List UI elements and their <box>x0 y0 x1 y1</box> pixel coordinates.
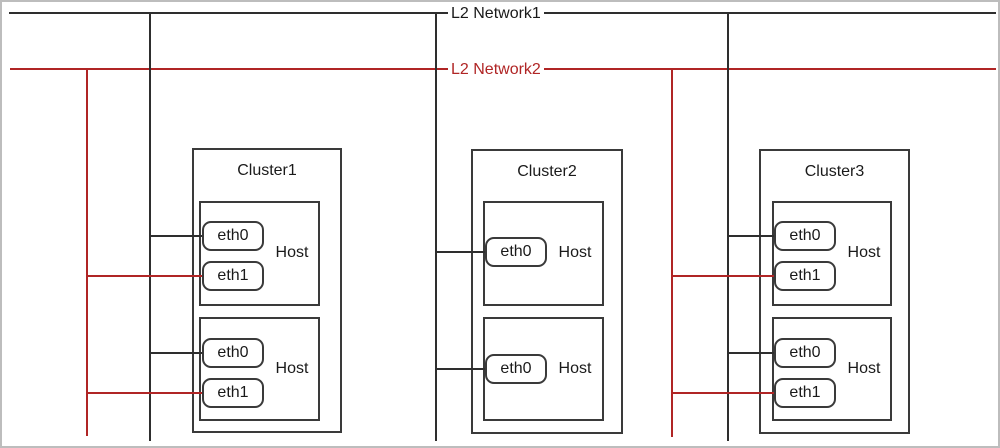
l2-network1-label: L2 Network1 <box>448 5 544 23</box>
cluster1-title: Cluster1 <box>237 162 297 179</box>
cluster2-host1-box <box>483 201 604 306</box>
network1-trunk-cluster3 <box>727 12 729 441</box>
cluster1-host2-box <box>199 317 320 421</box>
cluster1-host1-eth0-connector <box>149 235 204 237</box>
cluster1-host2-eth0-port: eth0 <box>202 338 264 368</box>
cluster1-host1-eth1-connector <box>86 275 204 277</box>
cluster3-host1-eth0-port: eth0 <box>774 221 836 251</box>
cluster2-host2-eth0-connector <box>435 368 487 370</box>
cluster2-host1-label: Host <box>558 244 592 261</box>
cluster3-host1-box <box>772 201 892 306</box>
cluster3-host2-eth1-connector <box>671 392 776 394</box>
network1-trunk-cluster1 <box>149 12 151 441</box>
network2-trunk-cluster3 <box>671 68 673 437</box>
cluster3-host1-eth1-port: eth1 <box>774 261 836 291</box>
l2-network2-label: L2 Network2 <box>448 61 544 79</box>
cluster1-host2-eth0-connector <box>149 352 204 354</box>
network2-trunk-cluster1 <box>86 68 88 436</box>
cluster3-host2-eth0-port: eth0 <box>774 338 836 368</box>
cluster1-host1-label: Host <box>275 244 309 261</box>
cluster3-host2-box <box>772 317 892 421</box>
cluster1-host2-eth1-connector <box>86 392 204 394</box>
cluster2-title: Cluster2 <box>517 163 577 180</box>
cluster1-host1-box <box>199 201 320 306</box>
cluster1-host1-eth1-port: eth1 <box>202 261 264 291</box>
cluster3-host2-eth1-port: eth1 <box>774 378 836 408</box>
network1-trunk-cluster2 <box>435 12 437 441</box>
cluster1-host1-eth0-port: eth0 <box>202 221 264 251</box>
cluster3-host1-eth1-connector <box>671 275 776 277</box>
cluster3-host1-eth0-connector <box>727 235 776 237</box>
cluster2-host1-eth0-port: eth0 <box>485 237 547 267</box>
cluster3-host2-eth0-connector <box>727 352 776 354</box>
cluster2-host1-eth0-connector <box>435 251 487 253</box>
cluster3-title: Cluster3 <box>804 163 865 180</box>
cluster2-host2-eth0-port: eth0 <box>485 354 547 384</box>
cluster3-host2-label: Host <box>847 360 881 377</box>
cluster2-host2-label: Host <box>558 360 592 377</box>
cluster3-host1-label: Host <box>847 244 881 261</box>
cluster1-host2-eth1-port: eth1 <box>202 378 264 408</box>
cluster2-box <box>471 149 623 434</box>
cluster1-host2-label: Host <box>275 360 309 377</box>
cluster3-box <box>759 149 910 434</box>
cluster1-box <box>192 148 342 433</box>
